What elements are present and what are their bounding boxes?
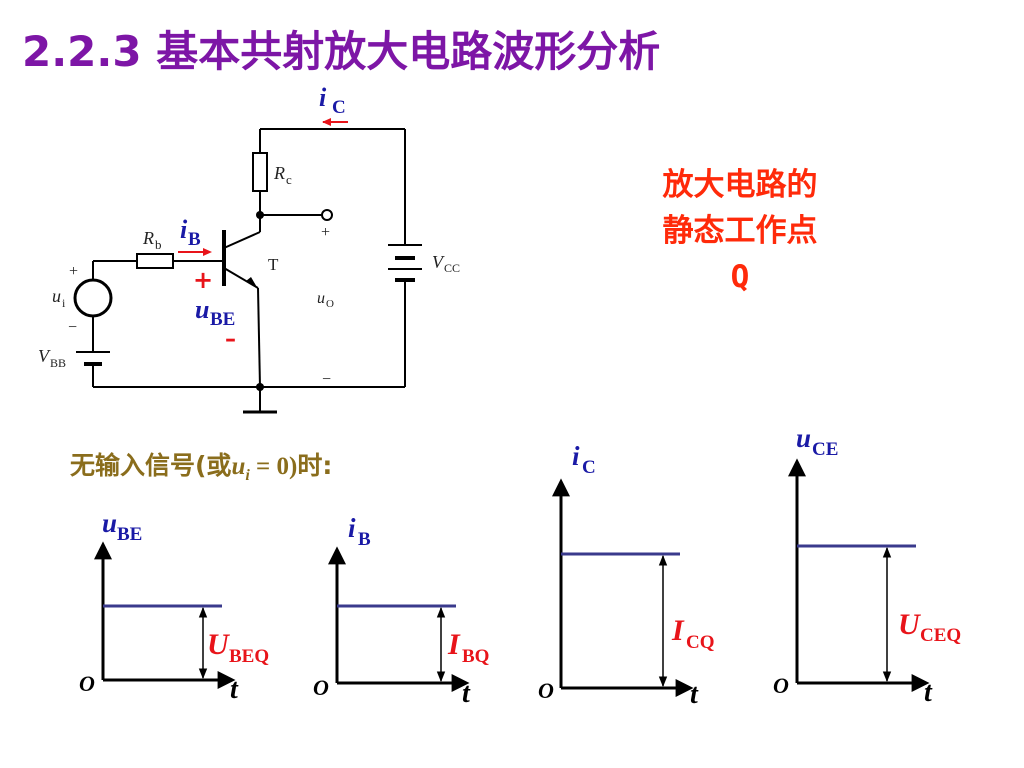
origin-label: O — [773, 673, 789, 698]
graph-ib: i B I BQ O t — [313, 513, 489, 709]
label-uo-sub: O — [326, 298, 334, 310]
x-label: t — [924, 677, 933, 708]
x-label: t — [690, 679, 699, 710]
x-label: t — [462, 678, 471, 709]
label-be-minus: – — [225, 327, 236, 352]
level-label-sub: BEQ — [229, 646, 269, 667]
y-label-sub: CE — [812, 439, 838, 460]
label-rc-sub: c — [286, 172, 292, 187]
label-rb-sub: b — [155, 237, 162, 252]
label-out-minus: − — [322, 371, 331, 388]
condition-var: u — [231, 453, 246, 480]
label-ib-main: i — [180, 215, 188, 244]
emitter-arrow — [246, 277, 258, 289]
condition-prefix: 无输入信号(或 — [70, 451, 232, 480]
label-ui-plus: + — [69, 263, 78, 280]
label-transistor: T — [268, 255, 279, 274]
label-ui-main: u — [52, 286, 61, 306]
label-ube-sub: BE — [210, 309, 235, 330]
condition-sub: i — [245, 467, 250, 484]
origin-label: O — [538, 678, 554, 703]
label-uo-main: u — [317, 290, 325, 307]
quiescent-point-note: 放大电路的 静态工作点 Q — [600, 162, 880, 300]
level-label-sub: BQ — [462, 646, 489, 667]
label-vcc-sub: CC — [444, 261, 460, 275]
note-line-3: Q — [730, 259, 750, 295]
graph-ic: i C I CQ O t — [538, 441, 715, 710]
level-label-sub: CEQ — [920, 625, 961, 646]
y-label-main: u — [796, 423, 811, 453]
level-label-main: I — [671, 614, 685, 647]
condition-suffix: 时: — [297, 451, 333, 480]
y-label-sub: B — [358, 529, 371, 550]
label-ube-main: u — [195, 295, 209, 324]
label-ic-sub: C — [332, 97, 346, 118]
output-terminal — [321, 209, 333, 221]
junction-dot — [256, 211, 264, 219]
condition-text: 无输入信号(或ui = 0)时: — [70, 446, 332, 485]
y-label-main: i — [348, 513, 356, 543]
level-label-main: U — [207, 628, 230, 661]
origin-label: O — [79, 671, 95, 696]
wire-emitter — [257, 287, 261, 388]
label-ic-main: i — [319, 83, 327, 112]
condition-mid: = 0) — [249, 453, 298, 480]
level-label-main: U — [898, 608, 921, 641]
label-vbb-sub: BB — [50, 356, 66, 370]
label-vbb-main: V — [38, 346, 51, 366]
transistor-collector-lead — [223, 231, 261, 249]
y-label-sub: C — [582, 457, 596, 478]
level-label-main: I — [447, 628, 461, 661]
origin-label: O — [313, 675, 329, 700]
page-title: 2.2.3 基本共射放大电路波形分析 — [22, 27, 661, 76]
x-label: t — [230, 674, 239, 705]
label-rb-main: R — [142, 228, 154, 248]
label-ui-sub: i — [62, 296, 66, 310]
label-vcc-main: V — [432, 252, 445, 272]
junction-dot — [256, 383, 264, 391]
note-line-1: 放大电路的 — [662, 167, 818, 203]
graph-ube: u BE U BEQ O t — [79, 508, 269, 705]
y-label-main: i — [572, 441, 580, 471]
y-label-main: u — [102, 508, 117, 538]
graph-uce: u CE U CEQ O t — [773, 423, 961, 708]
level-label-sub: CQ — [686, 632, 715, 653]
label-out-plus: + — [321, 224, 330, 241]
label-ib-sub: B — [188, 229, 201, 250]
y-label-sub: BE — [117, 524, 142, 545]
label-be-plus: + — [193, 266, 213, 294]
note-line-2: 静态工作点 — [662, 213, 818, 249]
label-ui-minus: − — [68, 319, 77, 336]
label-rc-main: R — [273, 163, 285, 183]
